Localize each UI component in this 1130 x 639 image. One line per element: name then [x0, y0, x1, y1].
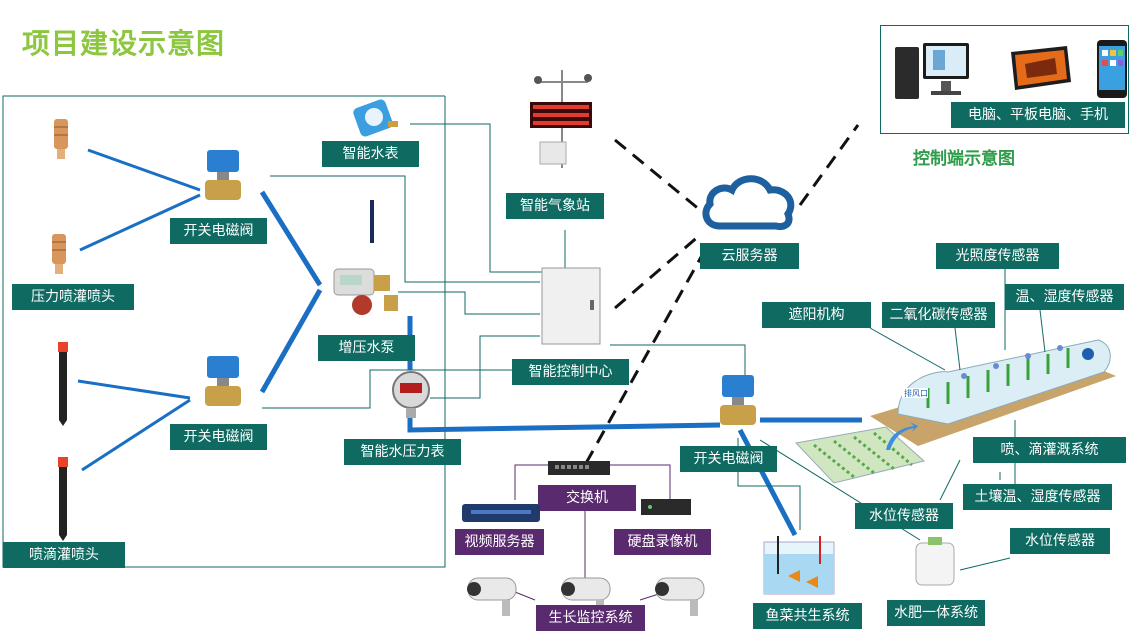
network-switch-icon	[548, 461, 610, 475]
valve-label-1: 开关电磁阀	[170, 218, 267, 244]
valve-label-3: 开关电磁阀	[680, 446, 777, 472]
drip-sprinkler-label: 喷滴灌喷头	[3, 542, 125, 568]
mobile-phone-icon	[1097, 40, 1127, 98]
water-level-label-1: 水位传感器	[855, 503, 953, 529]
weather-station-label: 智能气象站	[506, 193, 604, 219]
nvr-label: 硬盘录像机	[614, 529, 711, 555]
fertilizer-tank-icon	[915, 537, 955, 586]
signal-wires	[262, 123, 1016, 571]
pressure-gauge-icon	[392, 371, 430, 418]
temp-humidity-sensor-label: 温、湿度传感器	[1005, 284, 1124, 310]
weather-station-icon	[530, 70, 592, 168]
control-devices-label: 电脑、平板电脑、手机	[951, 102, 1125, 128]
pressure-gauge-label: 智能水压力表	[344, 439, 461, 465]
greenhouse-icon: 排风口	[870, 339, 1116, 446]
aquaponics-label: 鱼菜共生系统	[753, 603, 862, 629]
solenoid-valve-icon	[205, 150, 241, 200]
smart-meter-label: 智能水表	[322, 141, 419, 167]
nvr-icon	[641, 499, 691, 515]
control-title: 控制端示意图	[913, 149, 1015, 169]
sprinkler-pipes	[77, 148, 201, 472]
pressure-sprinkler-icon	[54, 119, 68, 159]
switch-label: 交换机	[538, 485, 636, 511]
water-fertilizer-label: 水肥一体系统	[887, 600, 985, 626]
cloud-links	[583, 124, 860, 466]
drip-sprinkler-icon	[58, 342, 68, 426]
water-meter-icon	[353, 99, 398, 137]
video-server-label: 视频服务器	[455, 529, 544, 555]
valve-label-2: 开关电磁阀	[170, 424, 267, 450]
irrigation-system-label: 喷、滴灌溉系统	[973, 437, 1126, 463]
pressure-sprinkler-icon	[52, 234, 66, 274]
soil-sensor-label: 土壤温、湿度传感器	[963, 484, 1112, 510]
control-center-label: 智能控制中心	[512, 359, 629, 385]
camera-icon	[467, 577, 517, 616]
shade-label: 遮阳机构	[762, 302, 871, 328]
control-cabinet-icon	[541, 267, 601, 345]
aquaponics-tank-icon	[763, 536, 835, 595]
pressure-sprinkler-label: 压力喷灌喷头	[12, 284, 134, 310]
vent-text: 排风口	[904, 388, 928, 398]
control-panel: 电脑、平板电脑、手机	[880, 25, 1129, 134]
cloud-icon	[702, 175, 795, 230]
desktop-computer-icon	[895, 43, 969, 99]
co2-sensor-label: 二氧化碳传感器	[882, 302, 995, 328]
drip-sprinkler-icon	[58, 457, 68, 541]
solenoid-valve-icon	[205, 356, 241, 406]
airflow-arrow-icon	[886, 422, 918, 450]
tablet-icon	[1011, 46, 1071, 90]
camera-icon	[655, 577, 705, 616]
solenoid-valve-icon	[720, 375, 756, 425]
water-level-label-2: 水位传感器	[1010, 528, 1110, 554]
booster-pump-icon	[333, 268, 398, 315]
cloud-server-label: 云服务器	[700, 243, 799, 269]
monitoring-label: 生长监控系统	[536, 605, 645, 631]
page-title: 项目建设示意图	[22, 27, 226, 60]
video-server-icon	[462, 504, 540, 522]
light-sensor-label: 光照度传感器	[936, 243, 1059, 269]
booster-pump-label: 增压水泵	[318, 335, 415, 361]
